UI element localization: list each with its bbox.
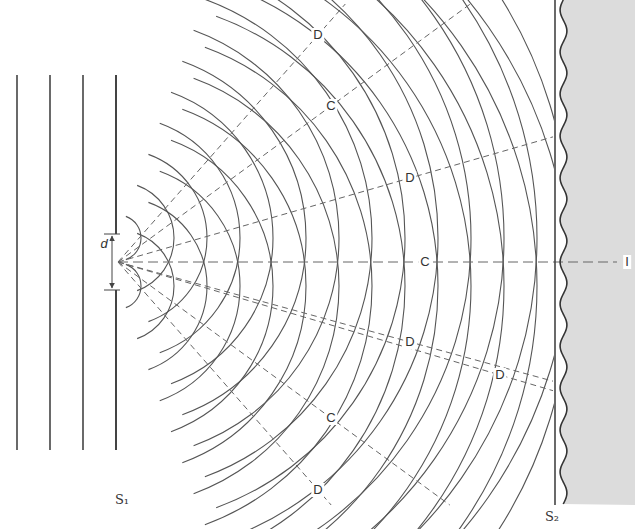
slit-spacing-label: d	[98, 237, 109, 251]
fringe-line	[118, 262, 331, 505]
wavefront-arc	[250, 0, 504, 529]
fringe-label: D	[493, 368, 506, 382]
circular-wavefronts	[126, 0, 554, 529]
fringe-line	[118, 262, 553, 391]
barrier-s1	[115, 75, 117, 234]
wavefront-arc	[261, 0, 537, 529]
wavefront-arc	[216, 0, 405, 508]
centre-axis	[118, 262, 617, 263]
screen-s2	[554, 0, 556, 505]
screen-label: S₂	[543, 510, 561, 524]
wavefront-arc	[261, 0, 537, 529]
slit-tick	[104, 234, 120, 235]
fringe-line	[118, 262, 553, 381]
intensity-region	[560, 0, 635, 505]
fringe-lines	[118, 4, 617, 505]
fringe-label: D	[311, 483, 324, 497]
fringe-label: D	[403, 171, 416, 185]
wavefront-arc	[250, 0, 504, 529]
fringe-label: C	[324, 411, 337, 425]
wavefront-arc	[182, 109, 306, 462]
wavefront-arc	[227, 0, 438, 529]
wavefront-arc	[137, 233, 174, 338]
wavefront-arc	[137, 185, 174, 290]
plane-wavefront	[82, 75, 84, 450]
wavefront-arc	[216, 16, 405, 529]
plane-waves	[17, 75, 116, 450]
wavefront-arc	[227, 0, 438, 529]
wavefront-arc	[273, 0, 554, 529]
wavefront-arc	[239, 0, 471, 529]
wavefront-arc	[182, 61, 306, 414]
plane-wavefront	[16, 75, 18, 450]
plane-wavefront	[49, 75, 51, 450]
wavefront-arc	[239, 0, 471, 529]
screen-label: S₁	[113, 493, 131, 507]
wavefront-arc	[205, 47, 372, 524]
fringe-line	[118, 137, 553, 262]
fringe-label: C	[324, 99, 337, 113]
wavefront-arc	[273, 0, 554, 529]
fringe-label: D	[311, 28, 324, 42]
slit-tick	[104, 290, 120, 291]
intensity-label: I	[623, 255, 631, 269]
fringe-label: D	[403, 335, 416, 349]
wavefront-arc	[194, 30, 339, 445]
fringe-label: C	[418, 255, 431, 269]
intensity-curve	[560, 0, 567, 504]
fringe-line	[118, 262, 450, 505]
barrier-s1	[115, 290, 117, 450]
slit-spacing-arrow	[112, 236, 113, 288]
fringe-line	[118, 4, 470, 262]
fringe-line	[118, 4, 345, 262]
